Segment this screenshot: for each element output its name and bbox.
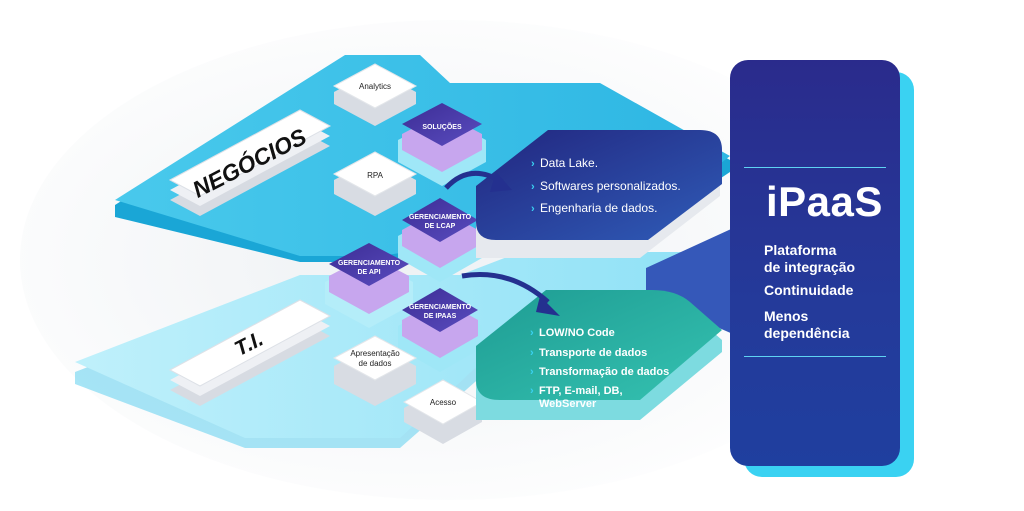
- negocios-slab: [168, 109, 332, 216]
- panel-connector: [646, 224, 742, 338]
- api-label-2: DE API: [357, 269, 380, 276]
- ipaas-item-plataforma: Plataforma de integração: [764, 242, 856, 275]
- chevron-right-icon: ›: [530, 347, 534, 359]
- apresentacao-block: [332, 335, 418, 406]
- chevron-right-icon: ›: [530, 385, 534, 397]
- chevron-right-icon: ›: [531, 181, 535, 193]
- ipaas-panel: iPaaS Plataforma de integração Continuid…: [730, 60, 900, 466]
- ipaas-item-continuidade: Continuidade: [764, 282, 854, 298]
- ipaas-mgmt-label-2: DE IPAAS: [424, 313, 457, 320]
- ipaas-title: iPaaS: [766, 178, 883, 225]
- arrow-to-business-outputs: [444, 170, 512, 192]
- business-output-tile: [476, 130, 722, 258]
- lcap-label-2: DE LCAP: [425, 223, 456, 230]
- output-engenharia: Engenharia de dados.: [540, 201, 657, 215]
- panel-top-rule: [744, 167, 886, 168]
- output-transporte: Transporte de dados: [539, 347, 647, 359]
- solucoes-block: [398, 103, 486, 186]
- apresentacao-label-2: de dados: [359, 359, 392, 368]
- chevron-right-icon: ›: [531, 203, 535, 215]
- chevron-right-icon: ›: [530, 366, 534, 378]
- arrow-to-it-outputs: [461, 271, 560, 316]
- api-block: [325, 243, 413, 328]
- output-lownocode: LOW/NO Code: [539, 327, 615, 339]
- apresentacao-label-1: Apresentação: [350, 349, 400, 358]
- ipaas-mgmt-block: [398, 288, 482, 372]
- panel-bottom-rule: [744, 356, 886, 357]
- rpa-label: RPA: [367, 171, 384, 180]
- business-output-list: › Data Lake. › Softwares personalizados.…: [531, 156, 681, 215]
- analytics-block: [332, 63, 418, 126]
- ipaas-mgmt-label-1: GERENCIAMENTO: [409, 304, 472, 311]
- output-data-lake: Data Lake.: [540, 156, 598, 170]
- ipaas-item-dependencia: Menos dependência: [764, 308, 850, 341]
- chevron-right-icon: ›: [530, 327, 534, 339]
- acesso-label: Acesso: [430, 398, 457, 407]
- ti-slab: [168, 299, 332, 406]
- output-ftp: FTP, E-mail, DB,WebServer: [539, 385, 623, 410]
- lcap-label-1: GERENCIAMENTO: [409, 214, 472, 221]
- output-softwares: Softwares personalizados.: [540, 179, 681, 193]
- analytics-label: Analytics: [359, 82, 391, 91]
- it-output-list: › LOW/NO Code › Transporte de dados › Tr…: [530, 327, 669, 410]
- lcap-block: [398, 198, 482, 282]
- chevron-right-icon: ›: [531, 158, 535, 170]
- rpa-block: [332, 151, 418, 216]
- acesso-block: [402, 379, 484, 444]
- solucoes-label: SOLUÇÕES: [422, 122, 462, 131]
- api-label-1: GERENCIAMENTO: [338, 260, 401, 267]
- output-transformacao: Transformação de dados: [539, 366, 669, 378]
- it-output-tile: [476, 290, 722, 420]
